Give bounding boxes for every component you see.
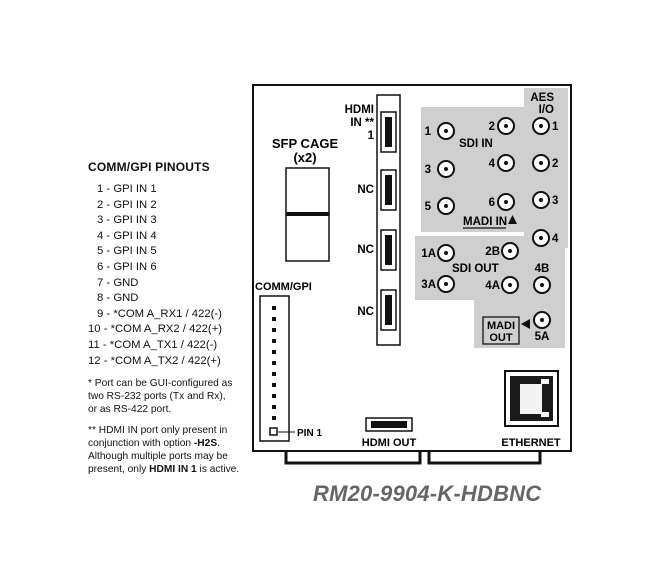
- aes-port-label: 4: [552, 233, 559, 245]
- pinout-list: 1 - GPI IN 1 2 - GPI IN 2 3 - GPI IN 3 4…: [88, 182, 258, 369]
- hdmi-out-label: HDMI OUT: [362, 437, 417, 449]
- sdi-in-port-label: 6: [489, 197, 495, 209]
- aes-port-label: 3: [552, 195, 558, 207]
- hdmi-in-1-port: [380, 111, 397, 153]
- comm-gpi-pins: [272, 306, 276, 420]
- hdmi-in-number: 1: [368, 130, 375, 142]
- hdmi-in-column: [376, 94, 401, 346]
- ethernet-jack-opening: [520, 384, 542, 414]
- sdi-in-bnc-1: [437, 122, 455, 140]
- bottom-rail-right: [427, 451, 542, 465]
- madi-out-bnc-5a: [533, 311, 551, 329]
- pinouts-title: COMM/GPI PINOUTS: [88, 160, 210, 174]
- madi-out-box: [482, 316, 520, 345]
- madi-in-arrow-icon: [508, 215, 517, 224]
- pinout-item: 6 - GPI IN 6: [97, 260, 157, 273]
- pinout-item: 10 - *COM A_RX2 / 422(+): [88, 323, 223, 336]
- pinout-item: 11 - *COM A_TX1 / 422(-): [88, 338, 218, 351]
- sdi-out-bnc-3a: [437, 275, 455, 293]
- sdi-in-port-label: 4: [489, 158, 496, 170]
- nc-port: [380, 229, 397, 271]
- sdi-out-bnc-1a: [437, 244, 455, 262]
- madi-in-label: MADI IN: [463, 216, 507, 228]
- sdi-out-port-label: 2B: [485, 246, 500, 258]
- aes-bnc-3: [532, 191, 550, 209]
- sdi-in-bnc-6: [497, 193, 515, 211]
- pinout-item: 8 - GND: [97, 292, 139, 305]
- madi-out-port-label: 5A: [535, 331, 550, 343]
- hdmi-in-label: HDMI: [345, 104, 374, 116]
- comm-gpi-label: COMM/GPI: [255, 281, 312, 293]
- port-config-note: * Port can be GUI-configured as two RS-2…: [88, 378, 233, 416]
- sdi-in-label: SDI IN: [459, 138, 493, 150]
- pinout-item: 2 - GPI IN 2: [97, 198, 157, 211]
- pinout-item: 5 - GPI IN 5: [97, 245, 157, 258]
- nc-port: [380, 289, 397, 331]
- aes-io-label: I/O: [539, 104, 554, 116]
- aes-bnc-1: [532, 117, 550, 135]
- comm-gpi-pinouts: COMM/GPI PINOUTS 1 - GPI IN 1 2 - GPI IN…: [88, 160, 258, 476]
- madi-out-label: MADI: [487, 320, 515, 332]
- madi-out-arrow-icon: [521, 319, 530, 329]
- sdi-in-bnc-4: [497, 154, 515, 172]
- sdi-in-port-label: 1: [425, 126, 432, 138]
- sdi-in-bnc-3: [437, 160, 455, 178]
- pinout-item: 7 - GND: [97, 276, 139, 289]
- ethernet-led-icon: [541, 412, 549, 417]
- sdi-in-port-label: 2: [489, 121, 495, 133]
- sdi-in-port-label: 5: [425, 201, 432, 213]
- sdi-out-label: SDI OUT: [452, 263, 499, 275]
- aes-bnc-4: [532, 229, 550, 247]
- sdi-in-bnc-2: [497, 117, 515, 135]
- model-number: RM20-9904-K-HDBNC: [313, 481, 542, 506]
- aes-port-label: 2: [552, 158, 558, 170]
- sdi-out-bnc-2b: [501, 242, 519, 260]
- ethernet-led-icon: [541, 379, 549, 384]
- sdi-out-bnc-4b: [533, 276, 551, 294]
- aes-port-label: 1: [552, 121, 559, 133]
- sdi-out-port-label: 1A: [421, 248, 436, 260]
- nc-label: NC: [357, 184, 374, 196]
- sdi-out-bnc-4a: [501, 276, 519, 294]
- sfp-cage-label: SFP CAGE: [272, 136, 339, 151]
- madi-out-label-2: OUT: [489, 332, 513, 344]
- sdi-in-port-label: 3: [425, 164, 431, 176]
- ethernet-label: ETHERNET: [501, 437, 561, 449]
- sdi-out-port-label: 3A: [421, 279, 436, 291]
- bottom-rail-left: [284, 451, 422, 465]
- nc-label: NC: [357, 244, 374, 256]
- pinout-item: 9 - *COM A_RX1 / 422(-): [97, 307, 222, 320]
- sfp-cage-divider: [286, 212, 329, 216]
- pinout-item: 1 - GPI IN 1: [97, 183, 157, 195]
- pinout-item: 3 - GPI IN 3: [97, 214, 157, 227]
- sdi-in-bnc-5: [437, 197, 455, 215]
- hdmi-in-label-2: IN **: [350, 117, 374, 129]
- aes-bnc-2: [532, 154, 550, 172]
- pin-1-label: PIN 1: [297, 428, 322, 439]
- sdi-out-port-label: 4A: [485, 280, 500, 292]
- hdmi-option-note: ** HDMI IN port only present in conjunct…: [88, 425, 240, 476]
- sfp-cage-count: (x2): [293, 150, 316, 165]
- aes-label: AES: [530, 92, 554, 104]
- nc-port: [380, 169, 397, 211]
- sdi-out-port-label: 4B: [535, 263, 550, 275]
- nc-label: NC: [357, 306, 374, 318]
- pin-1-marker: [269, 427, 278, 436]
- hdmi-out-port-slot: [371, 421, 407, 428]
- pinout-item: 12 - *COM A_TX2 / 422(+): [88, 354, 221, 367]
- pinout-item: 4 - GPI IN 4: [97, 229, 157, 242]
